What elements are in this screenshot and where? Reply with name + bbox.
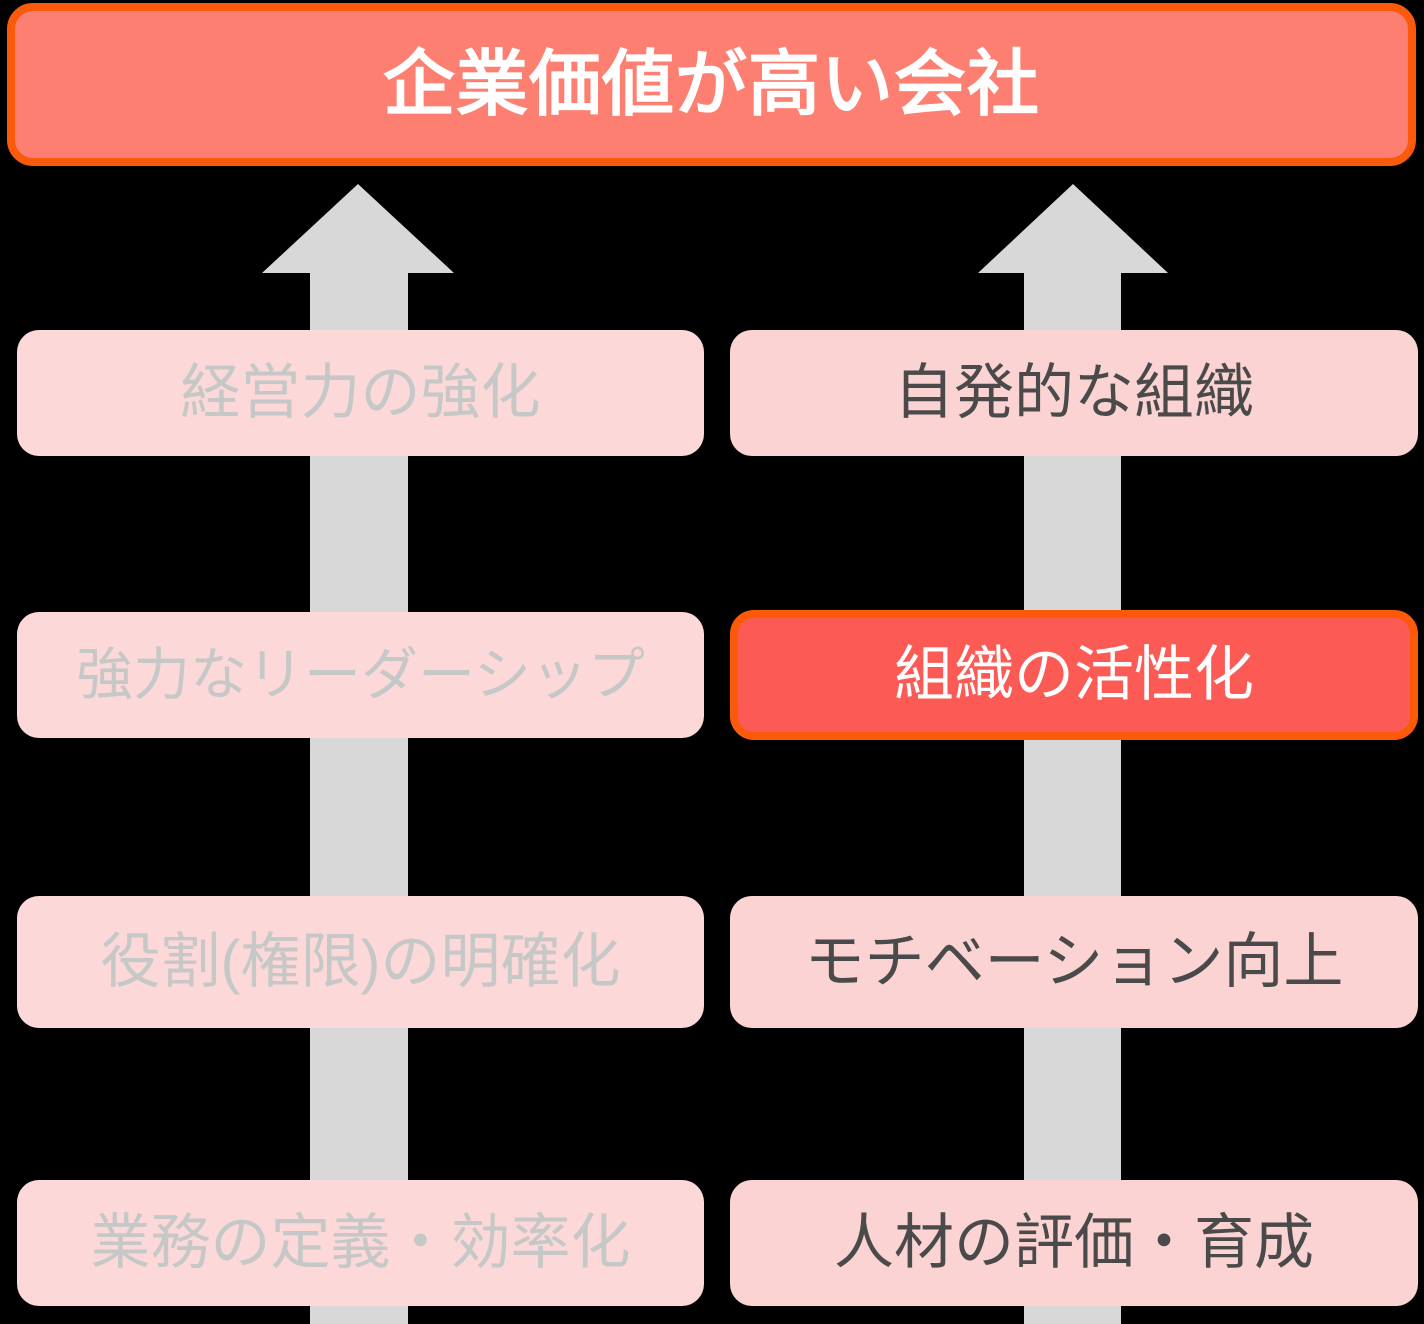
right-box-4[interactable]: 人材の評価・育成 bbox=[730, 1180, 1418, 1306]
left-box-2[interactable]: 強力なリーダーシップ bbox=[17, 612, 704, 738]
left-box-3[interactable]: 役割(権限)の明確化 bbox=[17, 896, 704, 1028]
left-box-4-label: 業務の定義・効率化 bbox=[90, 1209, 631, 1276]
left-box-1[interactable]: 経営力の強化 bbox=[17, 330, 704, 456]
goal-box[interactable]: 企業価値が高い会社 bbox=[7, 3, 1416, 166]
left-box-3-label: 役割(権限)の明確化 bbox=[100, 928, 621, 995]
goal-label: 企業価値が高い会社 bbox=[382, 44, 1040, 125]
left-box-2-label: 強力なリーダーシップ bbox=[76, 642, 645, 707]
left-box-1-label: 経営力の強化 bbox=[180, 359, 541, 426]
right-box-2-label: 組織の活性化 bbox=[894, 641, 1254, 708]
right-box-1[interactable]: 自発的な組織 bbox=[730, 330, 1418, 456]
right-box-3[interactable]: モチベーション向上 bbox=[730, 896, 1418, 1028]
right-box-2-highlighted[interactable]: 組織の活性化 bbox=[730, 610, 1418, 740]
right-box-3-label: モチベーション向上 bbox=[804, 928, 1344, 995]
right-box-4-label: 人材の評価・育成 bbox=[834, 1209, 1314, 1276]
left-box-4[interactable]: 業務の定義・効率化 bbox=[17, 1180, 704, 1306]
right-box-1-label: 自発的な組織 bbox=[894, 359, 1254, 426]
